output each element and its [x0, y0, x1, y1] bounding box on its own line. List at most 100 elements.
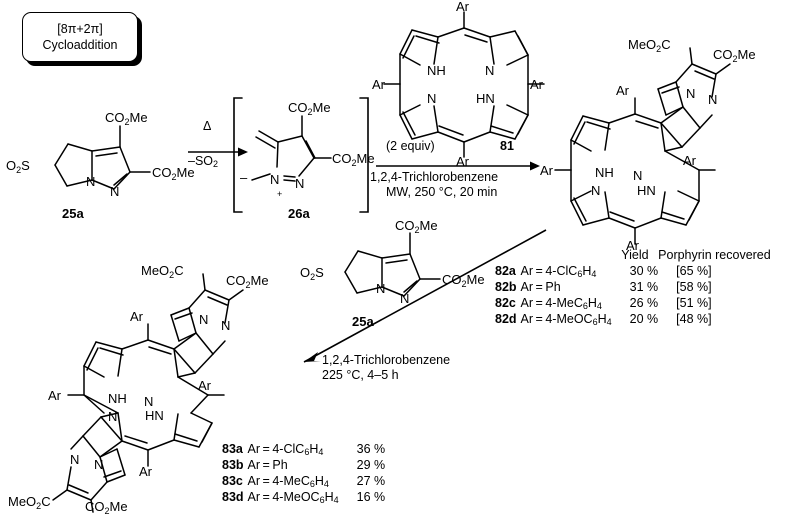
label-n-ring2-2: N: [400, 291, 409, 306]
label-n-imine-bottom-83: N: [108, 409, 117, 424]
row-yield: 27 %: [356, 473, 386, 488]
label-ar-bottom-83: Ar: [139, 464, 153, 479]
label-co2me-top: CO2Me: [105, 110, 148, 127]
results-table-83: 83a Ar = 4-ClC6H4 36 % 83b Ar = Ph 29 % …: [222, 442, 385, 507]
arrow-1-below-label: –SO2: [188, 154, 219, 169]
label-hn-83: HN: [145, 408, 164, 423]
label-plus-charge: +: [277, 189, 282, 199]
row-substituent: Ar = Ph: [247, 458, 288, 473]
label-n-bottom-81: N: [427, 91, 436, 106]
label-hn-81: HN: [476, 91, 495, 106]
results-table-82: Yield Porphyrin recovered 82a Ar = 4-ClC…: [495, 248, 771, 329]
step1-conditions: MW, 250 °C, 20 min: [386, 185, 498, 199]
row-recovered: [48 %]: [676, 312, 712, 327]
row-substituent: Ar = 4-MeOC6H4: [520, 312, 612, 328]
label-nh-83: NH: [108, 391, 127, 406]
callout-line-1: [8π+2π]: [57, 22, 103, 36]
label-meo2c-83-top: MeO2C: [141, 263, 184, 280]
arrow-step-3: [288, 228, 548, 370]
label-ar-top-81: Ar: [456, 0, 470, 14]
compound-label-25a: 25a: [62, 206, 84, 221]
row-recovered: [51 %]: [676, 295, 712, 310]
label-n-ring2: N: [110, 184, 119, 199]
table-row: 82c Ar = 4-MeC6H4 26 % [51 %]: [495, 296, 771, 312]
label-co2me-83-top: CO2Me: [226, 273, 269, 290]
table-row: 82a Ar = 4-ClC6H4 30 % [65 %]: [495, 264, 771, 280]
row-substituent: Ar = 4-ClC6H4: [247, 442, 324, 457]
arrow-step-2: [376, 155, 540, 177]
equiv-label: (2 equiv): [386, 139, 435, 153]
label-minus-charge: –: [240, 170, 248, 185]
label-ar-top-83: Ar: [130, 309, 144, 324]
row-substituent: Ar = 4-MeC6H4: [520, 295, 602, 311]
label-hn-82: HN: [637, 183, 656, 198]
label-co2me-top-2: CO2Me: [395, 218, 438, 235]
label-o2s-2: O2S: [300, 265, 324, 282]
label-n-pyrazole3-83: N: [94, 457, 103, 472]
label-co2me-right-2: CO2Me: [442, 272, 485, 289]
arrowhead-1: [238, 147, 248, 157]
row-code: 82c: [495, 295, 516, 310]
label-n-plus: N: [270, 172, 279, 187]
structure-83: Ar Ar Ar Ar NH N N HN N N N N MeO2C CO2M…: [8, 262, 298, 516]
label-co2me-82: CO2Me: [713, 47, 756, 64]
arrowhead-3: [304, 352, 321, 362]
row-code: 83d: [222, 490, 244, 505]
label-ar-left-81: Ar: [372, 77, 386, 92]
label-co2me-right: CO2Me: [152, 165, 195, 182]
row-yield: 20 %: [629, 312, 659, 327]
arrow-1-above-label: Δ: [203, 119, 212, 133]
label-n-imine-82: N: [633, 168, 642, 183]
label-ar-right-81: Ar: [530, 77, 544, 92]
row-code: 83b: [222, 458, 244, 473]
label-n-imine-top-83: N: [144, 394, 153, 409]
callout-line-2: Cycloaddition: [42, 38, 118, 52]
table-row: 83b Ar = Ph 29 %: [222, 458, 385, 474]
row-yield: 16 %: [356, 490, 386, 505]
row-code: 83a: [222, 442, 243, 456]
arrowhead-2: [530, 161, 540, 171]
row-yield: 36 %: [356, 442, 386, 456]
row-substituent: Ar = Ph: [520, 280, 561, 295]
label-n-bottom-82: N: [591, 183, 600, 198]
row-code: 82a: [495, 264, 516, 278]
row-yield: 26 %: [629, 295, 659, 310]
label-ar-bottom-82: Ar: [626, 238, 640, 253]
table-row: 82b Ar = Ph 31 % [58 %]: [495, 280, 771, 296]
row-recovered: [58 %]: [676, 280, 712, 295]
structure-25a: O2S N N CO2Me CO2Me 25a: [6, 100, 195, 221]
th-yield-82: Yield: [621, 248, 649, 262]
step2-solvent: 1,2,4-Trichlorobenzene: [322, 353, 451, 367]
label-n-pyrazole4-83: N: [70, 452, 79, 467]
label-n-pyrazole2-83: N: [221, 318, 230, 333]
porphyrin-81-label: 81: [500, 139, 514, 153]
label-n-pyrazole2-82: N: [708, 92, 717, 107]
row-substituent: Ar = 4-MeOC6H4: [247, 490, 339, 506]
compound-label-25a-2: 25a: [352, 314, 374, 329]
label-n-top-81: N: [485, 63, 494, 78]
label-n-pyrazole1-83: N: [199, 312, 208, 327]
table-83: 83a Ar = 4-ClC6H4 36 % 83b Ar = Ph 29 % …: [222, 442, 385, 507]
label-ar-left-82: Ar: [540, 163, 554, 178]
row-yield: 31 %: [629, 280, 659, 295]
step2-conditions: 225 °C, 4–5 h: [322, 368, 399, 382]
label-meo2c-82: MeO2C: [628, 37, 671, 54]
structure-82: Ar Ar Ar Ar NH N N HN N N MeO2C CO2Me: [540, 32, 798, 253]
structure-25a-second: O2S N N CO2Me CO2Me 25a: [300, 218, 485, 340]
label-co2me-83-bottom: CO2Me: [85, 499, 128, 516]
th-recovered-82: Porphyrin recovered: [658, 248, 771, 262]
label-n-pyrazole1-82: N: [686, 86, 695, 101]
row-yield: 30 %: [629, 264, 659, 278]
arrow-step-1: [186, 120, 248, 180]
table-row: 83c Ar = 4-MeC6H4 27 %: [222, 474, 385, 490]
step1-solvent: 1,2,4-Trichlorobenzene: [370, 170, 499, 184]
table-row: 83d Ar = 4-MeOC6H4 16 %: [222, 490, 385, 506]
table-row: 83a Ar = 4-ClC6H4 36 %: [222, 442, 385, 458]
label-nh-81: NH: [427, 63, 446, 78]
label-nh-82: NH: [595, 165, 614, 180]
structure-26a: N N + – CO2Me CO2Me 26a: [232, 94, 375, 222]
label-n-ring-26a: N: [295, 176, 304, 191]
row-substituent: Ar = 4-ClC6H4: [520, 264, 597, 279]
label-co2me-26a-right: CO2Me: [332, 151, 375, 168]
